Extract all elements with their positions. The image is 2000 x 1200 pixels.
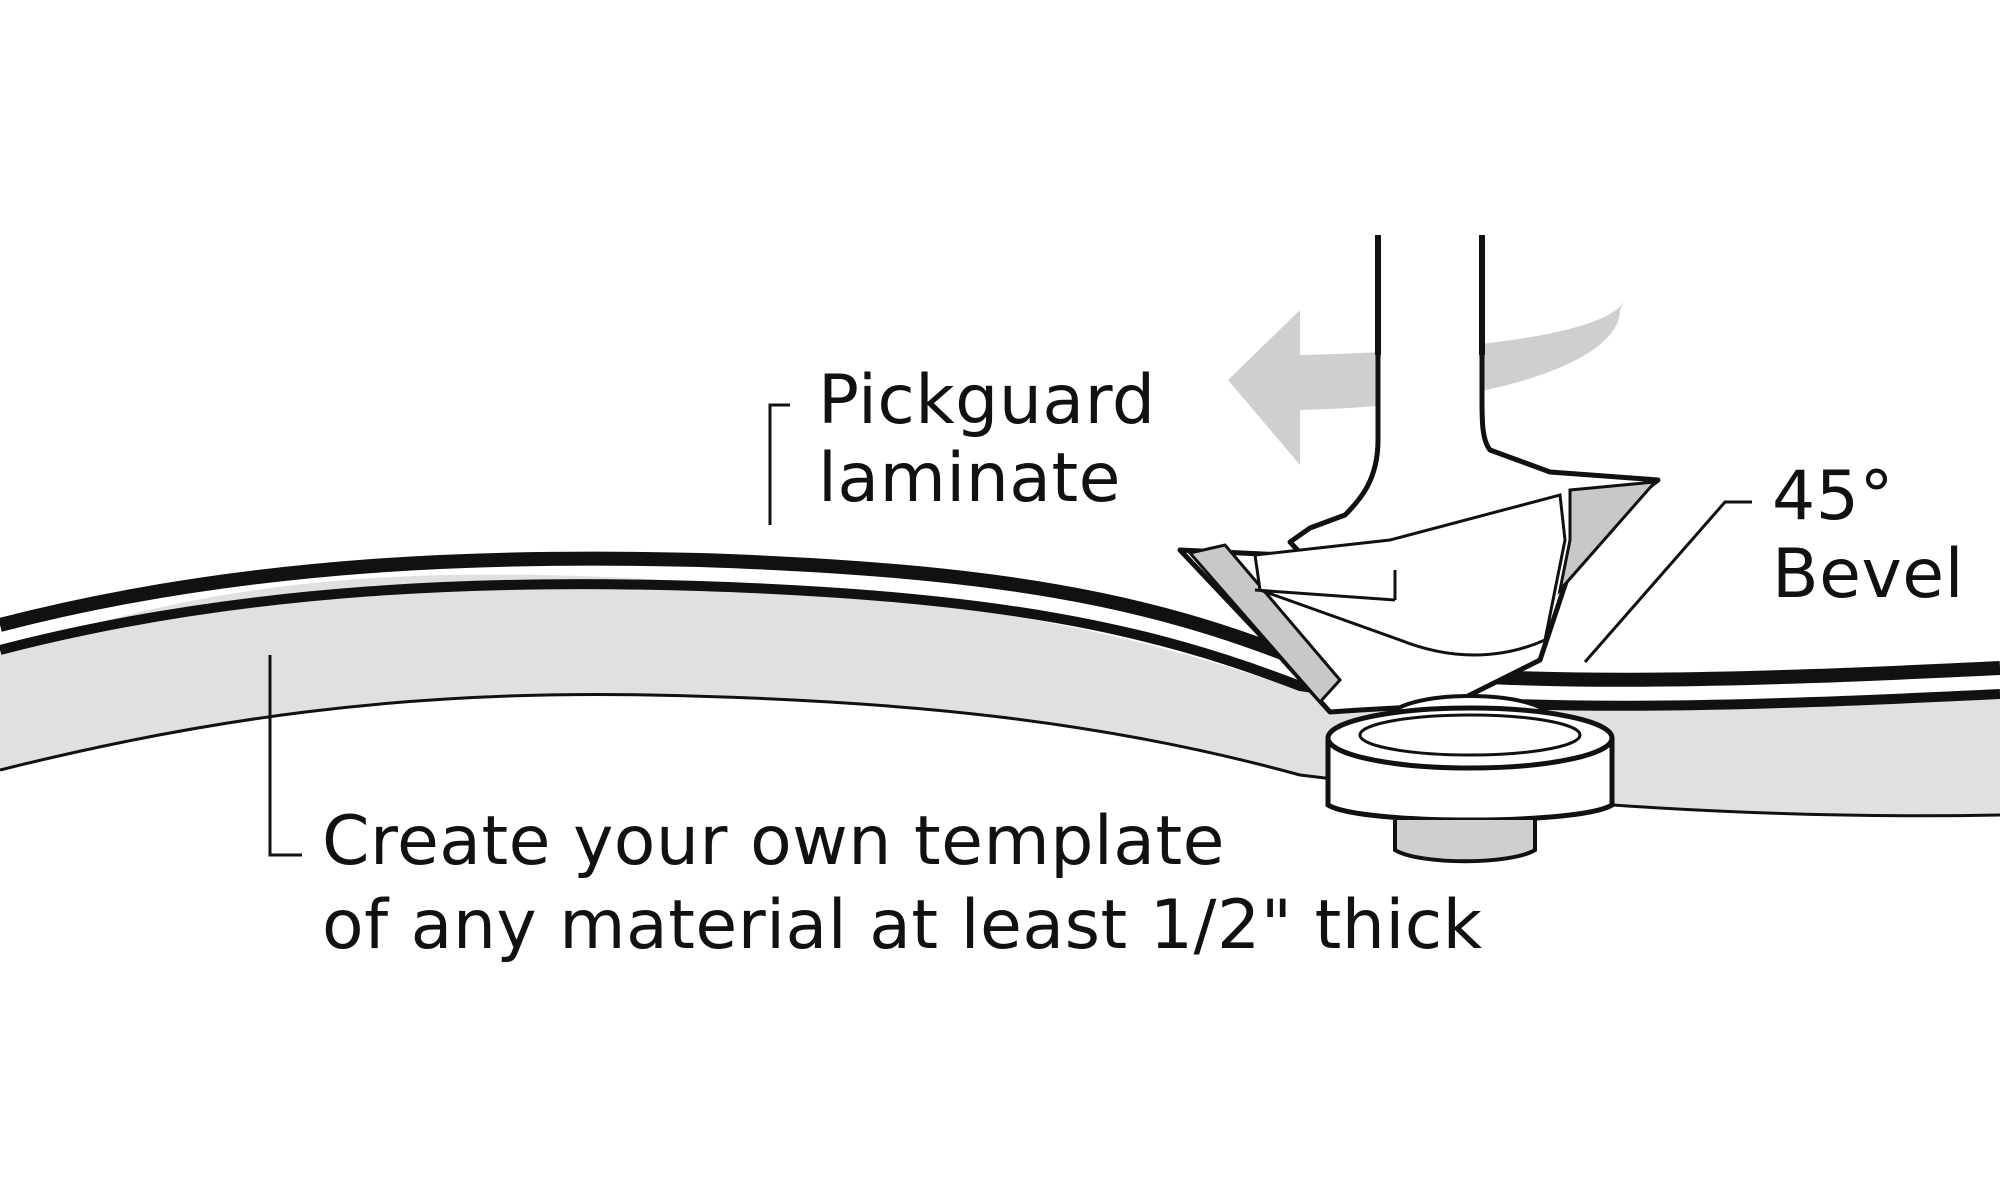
bevel-label-line1: 45° bbox=[1772, 457, 1895, 536]
template-label-line2: of any material at least 1/2" thick bbox=[322, 886, 1483, 965]
bevel-label: 45° Bevel bbox=[1772, 458, 1964, 614]
template-callout-line bbox=[268, 655, 302, 857]
template-bottom-edge bbox=[0, 692, 2000, 818]
router-bit bbox=[1177, 235, 1661, 864]
pickguard-label-line1: Pickguard bbox=[818, 361, 1156, 440]
pickguard-callout-line bbox=[768, 403, 790, 525]
template-label: Create your own template of any material… bbox=[322, 800, 1483, 968]
pickguard-label-line2: laminate bbox=[818, 439, 1121, 518]
laminate-bottom-line bbox=[0, 579, 2000, 711]
bevel-label-line2: Bevel bbox=[1772, 535, 1964, 614]
laminate-top-line bbox=[0, 551, 2000, 687]
pickguard-label: Pickguard laminate bbox=[818, 362, 1156, 518]
template-label-line1: Create your own template bbox=[322, 802, 1225, 881]
bevel-callout-line bbox=[1583, 500, 1752, 663]
